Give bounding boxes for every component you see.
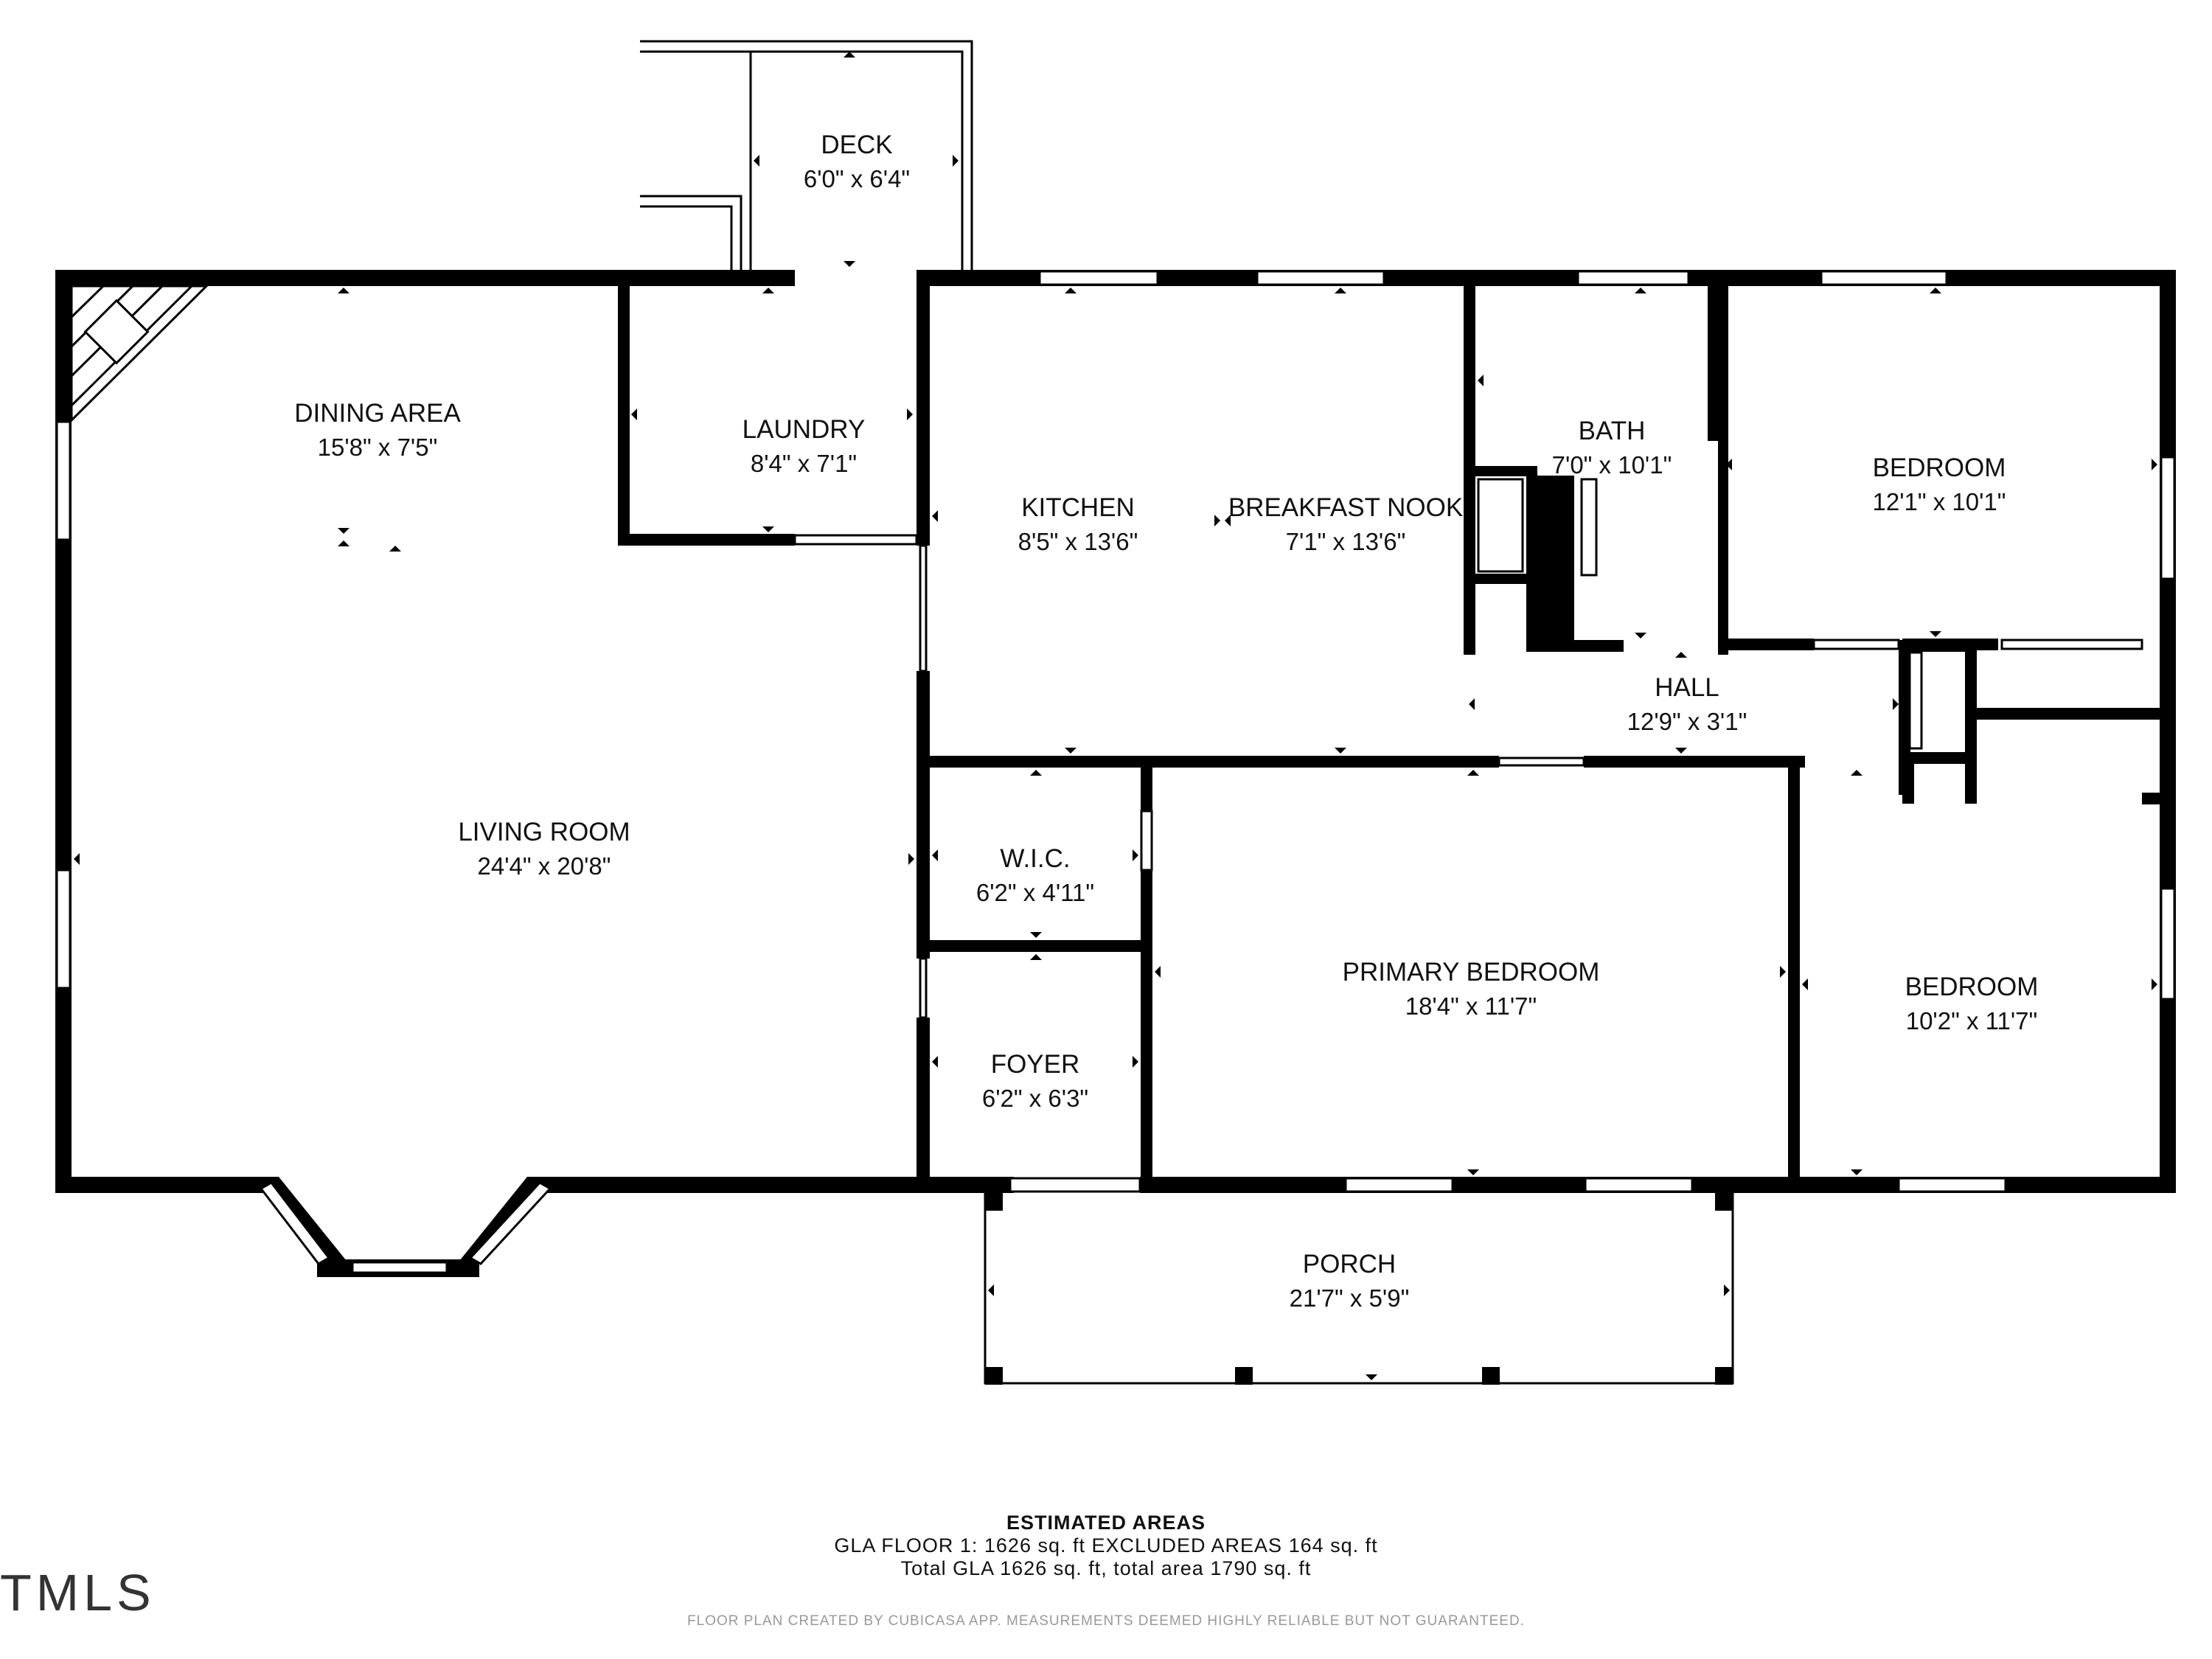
- dining-area-dims: 15'8" x 7'5": [318, 434, 438, 461]
- total-area-summary: Total GLA 1626 sq. ft, total area 1790 s…: [900, 1557, 1312, 1579]
- estimated-areas-title: ESTIMATED AREAS: [1006, 1512, 1206, 1534]
- estimated-areas: ESTIMATED AREAS GLA FLOOR 1: 1626 sq. ft…: [0, 1512, 2212, 1580]
- bedroom-1-dims: 12'1" x 10'1": [1873, 488, 2006, 515]
- porch-label: PORCH: [1303, 1250, 1396, 1279]
- bedroom-2-label: BEDROOM: [1905, 973, 2039, 1001]
- deck-dims: 6'0" x 6'4": [804, 165, 910, 192]
- bay-window: [258, 1177, 552, 1277]
- disclaimer-text: FLOOR PLAN CREATED BY CUBICASA APP. MEAS…: [687, 1613, 1525, 1629]
- openings: [793, 270, 2143, 1193]
- deck-outline: [640, 40, 973, 270]
- gla-floor-summary: GLA FLOOR 1: 1626 sq. ft EXCLUDED AREAS …: [834, 1534, 1378, 1557]
- bath-dims: 7'0" x 10'1": [1552, 451, 1672, 479]
- hall-dims: 12'9" x 3'1": [1627, 708, 1747, 735]
- hall-label: HALL: [1655, 673, 1719, 702]
- kitchen-dims: 8'5" x 13'6": [1018, 528, 1138, 555]
- breakfast-nook-dims: 7'1" x 13'6": [1286, 528, 1406, 555]
- dining-area-label: DINING AREA: [294, 399, 461, 428]
- deck-label: DECK: [821, 131, 892, 159]
- porch-outline: [984, 1193, 1734, 1385]
- wic-label: W.I.C.: [1000, 844, 1070, 873]
- breakfast-nook-label: BREAKFAST NOOK: [1228, 493, 1463, 522]
- bedroom-1-label: BEDROOM: [1873, 453, 2006, 482]
- primary-bedroom-label: PRIMARY BEDROOM: [1343, 958, 1600, 987]
- living-room-dims: 24'4" x 20'8": [478, 852, 611, 880]
- dimension-markers: [74, 52, 2157, 1380]
- bedroom-2-dims: 10'2" x 11'7": [1906, 1007, 2038, 1034]
- kitchen-label: KITCHEN: [1021, 493, 1135, 522]
- fireplace: [70, 285, 209, 423]
- porch-dims: 21'7" x 5'9": [1290, 1284, 1410, 1312]
- living-room-label: LIVING ROOM: [458, 818, 630, 846]
- room-labels: DECK 6'0" x 6'4" DINING AREA 15'8" x 7'5…: [294, 131, 2038, 1312]
- foyer-dims: 6'2" x 6'3": [982, 1085, 1088, 1112]
- foyer-label: FOYER: [991, 1050, 1080, 1079]
- interior-walls: [618, 286, 2160, 1177]
- laundry-dims: 8'4" x 7'1": [751, 450, 857, 477]
- tmls-logo: TMLS: [0, 1564, 156, 1621]
- laundry-label: LAUNDRY: [742, 415, 866, 444]
- wic-dims: 6'2" x 4'11": [976, 879, 1094, 906]
- windows: [55, 270, 2176, 1193]
- bath-label: BATH: [1579, 417, 1646, 445]
- primary-bedroom-dims: 18'4" x 11'7": [1405, 992, 1537, 1020]
